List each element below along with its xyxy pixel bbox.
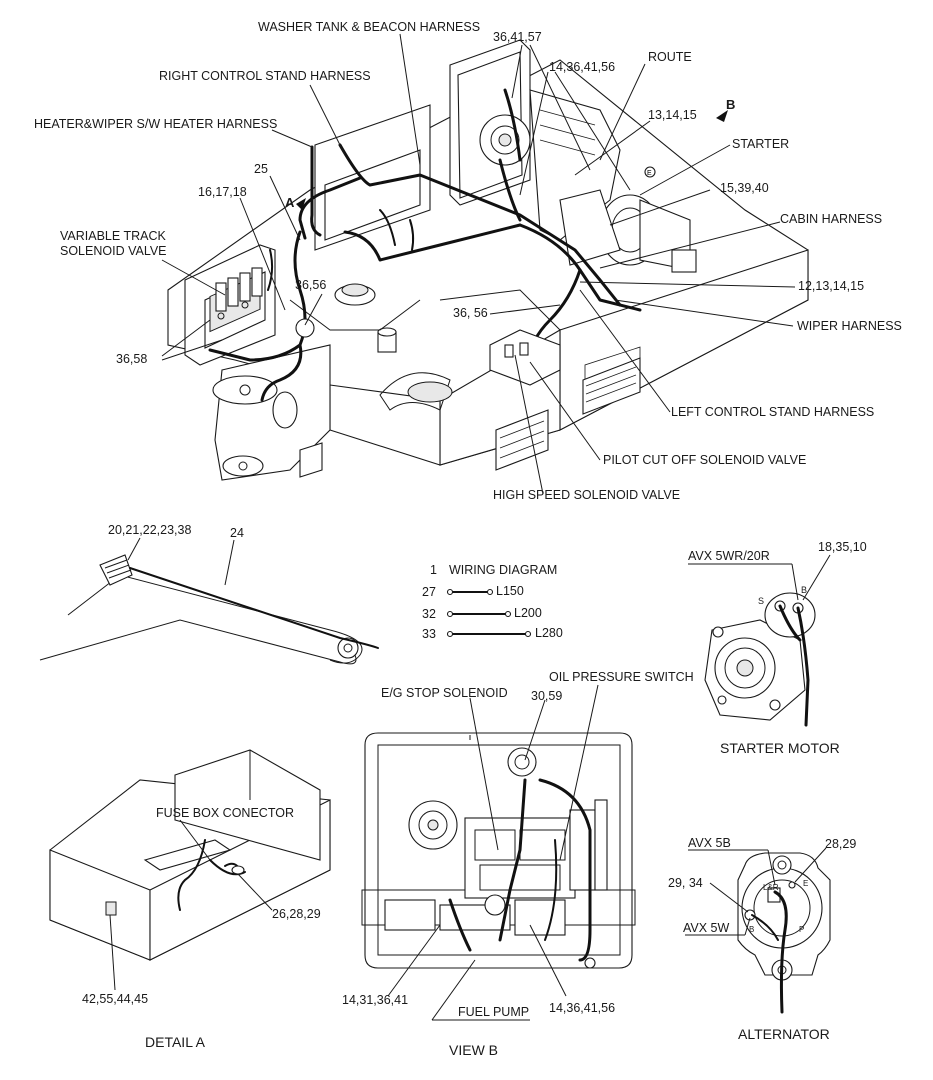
upper-frame-drawing xyxy=(167,39,809,481)
view-a-marker: A xyxy=(285,195,295,210)
view-b-drawing xyxy=(361,684,636,1021)
wiring-item-number: 33 xyxy=(422,627,436,641)
ref-14-36-41-56-top: 14,36,41,56 xyxy=(549,60,616,74)
label-wiper-harness: WIPER HARNESS xyxy=(797,319,902,333)
svg-text:E: E xyxy=(647,170,652,177)
wiring-item-length: L200 xyxy=(514,606,542,620)
label-right-control-stand-harness: RIGHT CONTROL STAND HARNESS xyxy=(159,69,371,83)
terminal-b-alt: B xyxy=(749,925,755,934)
wiring-item-number: 32 xyxy=(422,607,436,621)
ref-36-56-left: 36,56 xyxy=(295,278,327,292)
terminal-b: B xyxy=(801,585,808,595)
terminal-p: P xyxy=(799,925,805,934)
ref-15-39-40: 15,39,40 xyxy=(720,181,769,195)
label-avx-5b: AVX 5B xyxy=(688,836,731,850)
caption-detail-a: DETAIL A xyxy=(145,1034,205,1050)
ref-24: 24 xyxy=(230,526,244,540)
ref-29-34: 29, 34 xyxy=(668,876,703,890)
ref-14-36-41-56-bottom: 14,36,41,56 xyxy=(549,1001,616,1015)
label-starter: STARTER xyxy=(732,137,790,151)
label-cabin-harness: CABIN HARNESS xyxy=(780,212,883,226)
label-avx-5w: AVX 5W xyxy=(683,921,730,935)
ref-26-28-29: 26,28,29 xyxy=(272,907,321,921)
wiring-item-length: L150 xyxy=(496,584,524,598)
terminal-e: E xyxy=(803,879,809,888)
boom-drawing xyxy=(39,537,379,665)
ref-36-58: 36,58 xyxy=(116,352,148,366)
wiring-item-length: L280 xyxy=(535,626,563,640)
alternator-drawing xyxy=(685,847,831,1014)
main-harness-wires: E xyxy=(208,88,656,402)
ref-18-35-10: 18,35,10 xyxy=(818,540,867,554)
ref-28-29: 28,29 xyxy=(825,837,857,851)
label-route: ROUTE xyxy=(648,50,692,64)
label-left-control-stand-harness: LEFT CONTROL STAND HARNESS xyxy=(671,405,875,419)
ref-13-14-15: 13,14,15 xyxy=(648,108,697,122)
label-fuse-box-connector: FUSE BOX CONECTOR xyxy=(156,806,294,820)
label-eg-stop-solenoid: E/G STOP SOLENOID xyxy=(381,686,508,700)
caption-starter-motor: STARTER MOTOR xyxy=(720,740,840,756)
ref-12-13-14-15: 12,13,14,15 xyxy=(798,279,865,293)
ref-36-56-center: 36, 56 xyxy=(453,306,488,320)
engine-drawing xyxy=(449,39,697,273)
ref-25: 25 xyxy=(254,162,268,176)
variable-track-solenoid-drawing xyxy=(215,267,263,320)
ref-20-21-22-23-38: 20,21,22,23,38 xyxy=(108,523,192,537)
main-leader-lines xyxy=(161,33,796,495)
ref-36-41-57: 36,41,57 xyxy=(493,30,542,44)
label-washer-tank-beacon-harness: WASHER TANK & BEACON HARNESS xyxy=(258,20,481,34)
caption-view-b: VIEW B xyxy=(449,1042,499,1058)
wiring-item-number: 27 xyxy=(422,585,436,599)
label-avx-5wr-20r: AVX 5WR/20R xyxy=(688,549,770,563)
caption-alternator: ALTERNATOR xyxy=(738,1026,830,1042)
terminal-s: S xyxy=(758,596,765,606)
ref-16-17-18: 16,17,18 xyxy=(198,185,247,199)
wiring-title-number: 1 xyxy=(430,563,437,577)
label-pilot-cut-off-solenoid: PILOT CUT OFF SOLENOID VALVE xyxy=(603,453,807,467)
label-heater-wiper-harness: HEATER&WIPER S/W HEATER HARNESS xyxy=(34,117,278,131)
starter-motor-drawing xyxy=(688,554,831,727)
terminal-lr: L&R xyxy=(763,883,779,892)
label-fuel-pump: FUEL PUMP xyxy=(458,1005,530,1019)
work-lamp-drawing xyxy=(99,554,133,586)
ref-14-31-36-41: 14,31,36,41 xyxy=(342,993,409,1007)
wiring-list-graphics xyxy=(446,588,532,638)
detail-a-drawing xyxy=(49,749,331,991)
label-oil-pressure-switch: OIL PRESSURE SWITCH xyxy=(549,670,694,684)
solenoid-block-drawing xyxy=(489,329,561,386)
wiring-title: WIRING DIAGRAM xyxy=(449,563,558,577)
label-variable-track-line1: VARIABLE TRACK xyxy=(60,229,166,243)
view-b-marker: B xyxy=(726,97,736,112)
ref-30-59: 30,59 xyxy=(531,689,563,703)
label-high-speed-solenoid: HIGH SPEED SOLENOID VALVE xyxy=(493,488,681,502)
label-variable-track-line2: SOLENOID VALVE xyxy=(60,244,167,258)
ref-42-55-44-45: 42,55,44,45 xyxy=(82,992,149,1006)
